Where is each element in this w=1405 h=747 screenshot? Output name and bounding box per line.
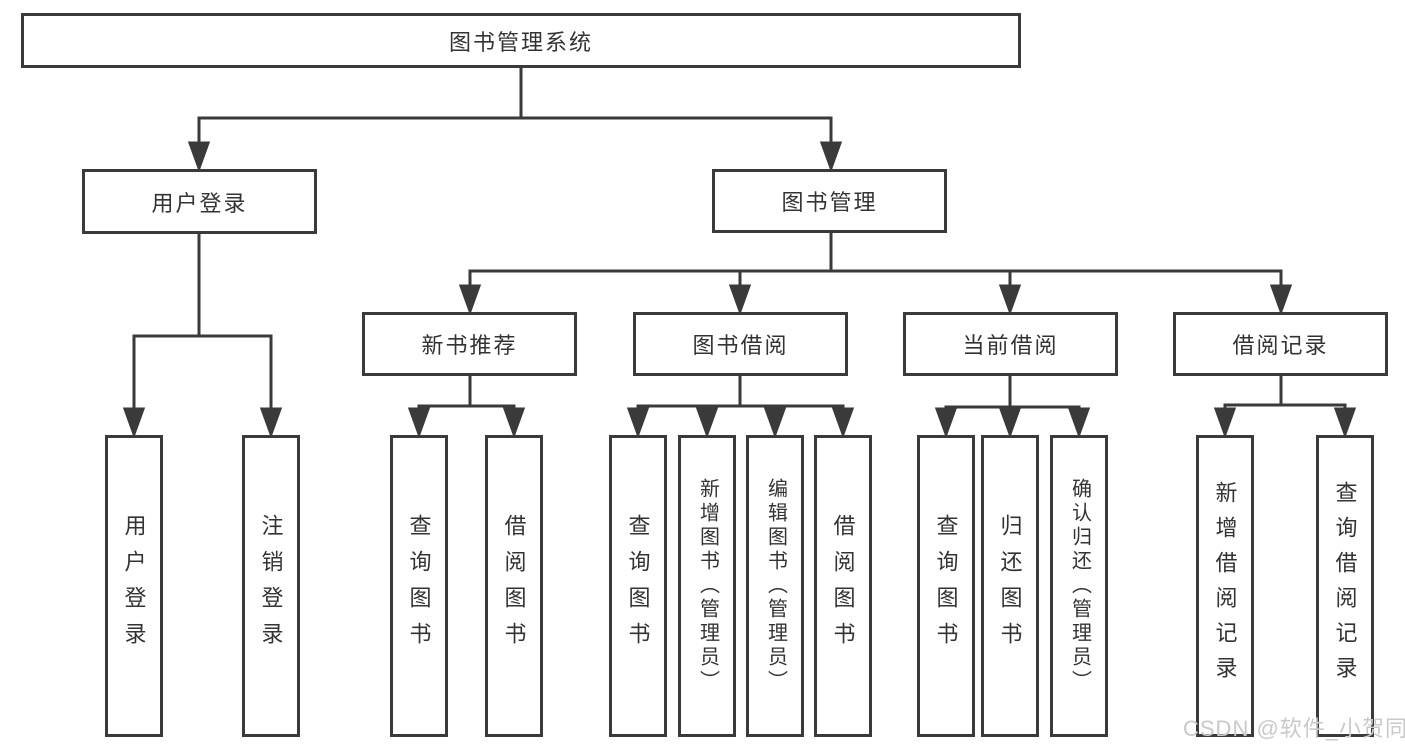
- leaf-borrow-books: 借阅图书: [485, 435, 543, 737]
- node-book-management: 图书管理: [712, 169, 947, 233]
- node-label: 图书借阅: [692, 333, 789, 358]
- node-user-login: 用户登录: [82, 169, 317, 234]
- connector-current-to-leaves: [934, 374, 1091, 439]
- node-book-borrowing: 图书借阅: [633, 312, 848, 376]
- leaf-label: 查询图书: [933, 514, 959, 658]
- node-borrowing-records: 借阅记录: [1173, 312, 1388, 376]
- node-label: 当前借阅: [962, 333, 1059, 358]
- leaf-label: 用户登录: [121, 514, 147, 658]
- leaf-return-books: 归还图书: [981, 435, 1039, 737]
- leaf-label: 查询借阅记录: [1332, 481, 1358, 691]
- csdn-watermark: CSDN @软件_小贺同学: [1183, 716, 1405, 741]
- leaf-query-books: 查询图书: [609, 435, 667, 737]
- node-label: 图书管理: [781, 190, 878, 215]
- leaf-user-login: 用户登录: [105, 435, 163, 737]
- leaf-add-book-admin: 新增图书（管理员）: [678, 435, 736, 737]
- leaf-label: 注销登录: [258, 514, 284, 658]
- leaf-label: 编辑图书（管理员）: [764, 478, 787, 694]
- node-label: 新书推荐: [421, 333, 518, 358]
- node-new-book-recommendation: 新书推荐: [362, 312, 577, 376]
- leaf-add-borrow-record: 新增借阅记录: [1196, 435, 1254, 737]
- connector-borrow-to-leaves: [626, 374, 855, 439]
- connector-root-to-level1: [187, 65, 843, 173]
- leaf-label: 查询图书: [406, 514, 432, 658]
- leaf-label: 查询图书: [625, 514, 651, 658]
- node-current-borrowing: 当前借阅: [903, 312, 1118, 376]
- connector-mgmt-to-level2: [458, 230, 1293, 316]
- leaf-edit-book-admin: 编辑图书（管理员）: [746, 435, 804, 737]
- leaf-label: 新增图书（管理员）: [696, 478, 719, 694]
- leaf-borrow-books: 借阅图书: [814, 435, 872, 737]
- leaf-query-books: 查询图书: [390, 435, 448, 737]
- connector-recommend-to-leaves: [407, 374, 526, 439]
- node-library-management-system: 图书管理系统: [21, 13, 1021, 68]
- leaf-query-borrow-record: 查询借阅记录: [1316, 435, 1374, 737]
- node-label: 图书管理系统: [448, 29, 593, 55]
- connector-login-to-leaves: [122, 231, 283, 439]
- leaf-label: 归还图书: [997, 514, 1023, 658]
- leaf-label: 确认归还（管理员）: [1068, 478, 1091, 694]
- leaf-label: 新增借阅记录: [1212, 481, 1238, 691]
- connector-records-to-leaves: [1213, 374, 1357, 439]
- leaf-label: 借阅图书: [501, 514, 527, 658]
- leaf-query-books: 查询图书: [917, 435, 975, 737]
- node-label: 借阅记录: [1232, 333, 1329, 358]
- leaf-label: 借阅图书: [830, 514, 856, 658]
- node-label: 用户登录: [151, 190, 248, 216]
- leaf-confirm-return-admin: 确认归还（管理员）: [1050, 435, 1108, 737]
- leaf-logout: 注销登录: [242, 435, 300, 737]
